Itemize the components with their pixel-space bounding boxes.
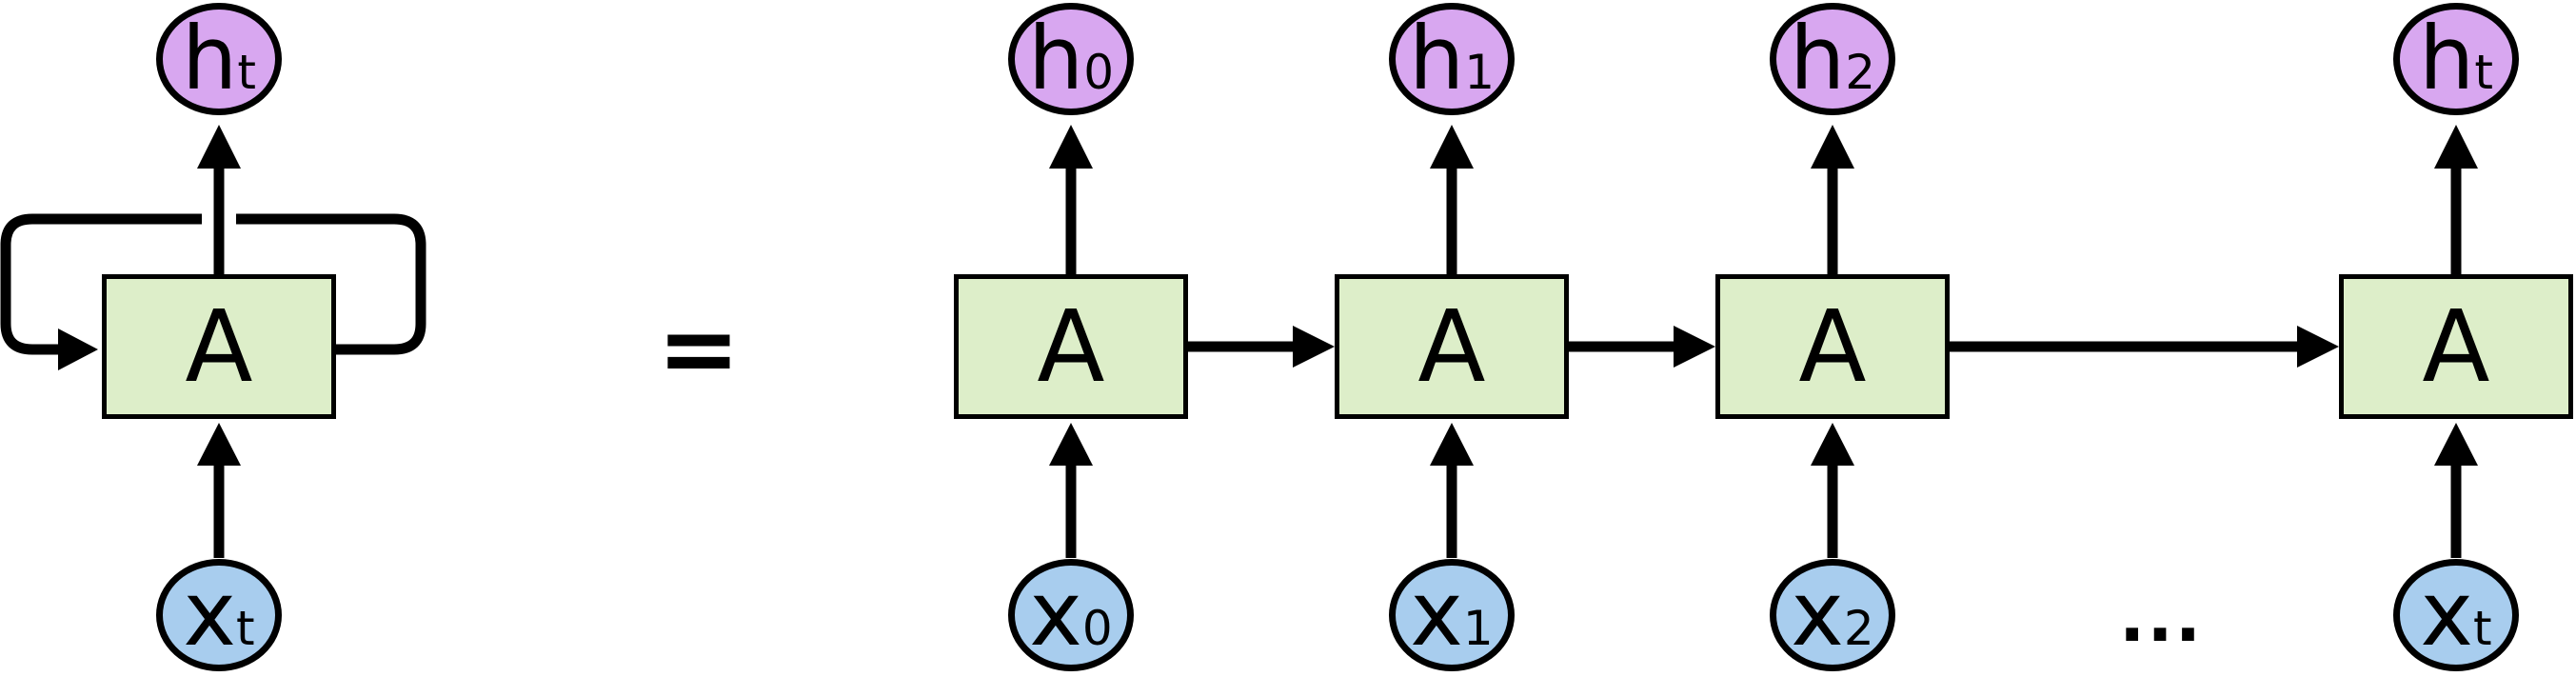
hidden-state-node-0: h0 bbox=[1008, 3, 1134, 115]
output-arrow-folded bbox=[197, 125, 241, 275]
input-label: x0 bbox=[1029, 563, 1113, 667]
cell-label: A bbox=[2422, 289, 2490, 405]
input-label: xt bbox=[2420, 563, 2492, 667]
rnn-cell-box-0: A bbox=[954, 274, 1188, 419]
input-label: x2 bbox=[1791, 563, 1874, 667]
input-arrow-1 bbox=[1430, 423, 1474, 558]
hidden-state-label: h0 bbox=[1027, 8, 1115, 110]
cell-label: A bbox=[185, 289, 253, 405]
rnn-cell-box-2: A bbox=[1715, 274, 1950, 419]
rnn-cell-box-1: A bbox=[1335, 274, 1569, 419]
ellipsis: ... bbox=[2119, 577, 2204, 657]
input-label: xt bbox=[183, 563, 255, 667]
hidden-state-label: h1 bbox=[1408, 8, 1496, 110]
input-label: x1 bbox=[1410, 563, 1494, 667]
input-arrow-folded bbox=[197, 423, 241, 558]
input-arrow-2 bbox=[1811, 423, 1854, 558]
hidden-state-node-t: ht bbox=[2393, 3, 2519, 115]
input-arrow-t bbox=[2434, 423, 2478, 558]
input-node-t: xt bbox=[2393, 559, 2519, 671]
output-arrow-1 bbox=[1430, 125, 1474, 275]
rnn-cell-box-folded: A bbox=[102, 274, 336, 419]
hidden-state-label: ht bbox=[182, 8, 256, 110]
state-arrow-1-2 bbox=[1569, 326, 1715, 368]
hidden-state-node-folded: ht bbox=[156, 3, 282, 115]
input-node-2: x2 bbox=[1770, 559, 1895, 671]
output-arrow-2 bbox=[1811, 125, 1854, 275]
cell-label: A bbox=[1798, 289, 1867, 405]
input-node-folded: xt bbox=[156, 559, 282, 671]
input-node-0: x0 bbox=[1008, 559, 1134, 671]
state-arrow-0-1 bbox=[1188, 326, 1335, 368]
hidden-state-label: h2 bbox=[1789, 8, 1876, 110]
hidden-state-node-1: h1 bbox=[1389, 3, 1515, 115]
equals-sign: = bbox=[657, 290, 741, 407]
output-arrow-t bbox=[2434, 125, 2478, 275]
rnn-cell-box-t: A bbox=[2339, 274, 2573, 419]
input-arrow-0 bbox=[1049, 423, 1093, 558]
input-node-1: x1 bbox=[1389, 559, 1515, 671]
cell-label: A bbox=[1037, 289, 1105, 405]
output-arrow-0 bbox=[1049, 125, 1093, 275]
cell-label: A bbox=[1417, 289, 1486, 405]
state-arrow-2-t bbox=[1950, 326, 2339, 368]
hidden-state-node-2: h2 bbox=[1770, 3, 1895, 115]
hidden-state-label: ht bbox=[2419, 8, 2493, 110]
